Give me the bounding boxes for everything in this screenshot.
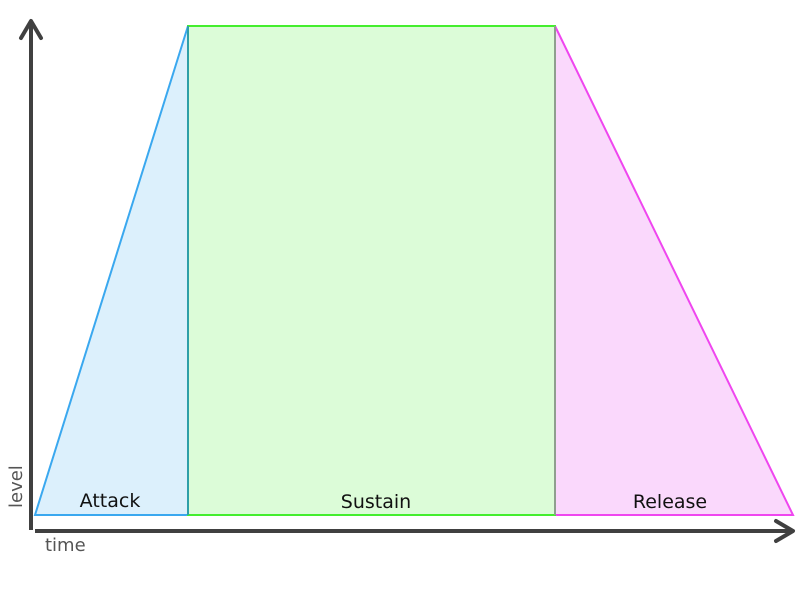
sustain-label: Sustain xyxy=(341,491,411,513)
x-axis-label: time xyxy=(45,535,86,556)
y-axis-arrowhead xyxy=(19,19,43,40)
sustain-region xyxy=(187,25,556,516)
x-axis-arrowhead xyxy=(774,519,795,543)
y-axis-label: level xyxy=(6,465,27,508)
release-region xyxy=(554,25,795,516)
attack-label: Attack xyxy=(80,490,141,512)
attack-region xyxy=(33,25,189,516)
release-label: Release xyxy=(633,491,707,513)
